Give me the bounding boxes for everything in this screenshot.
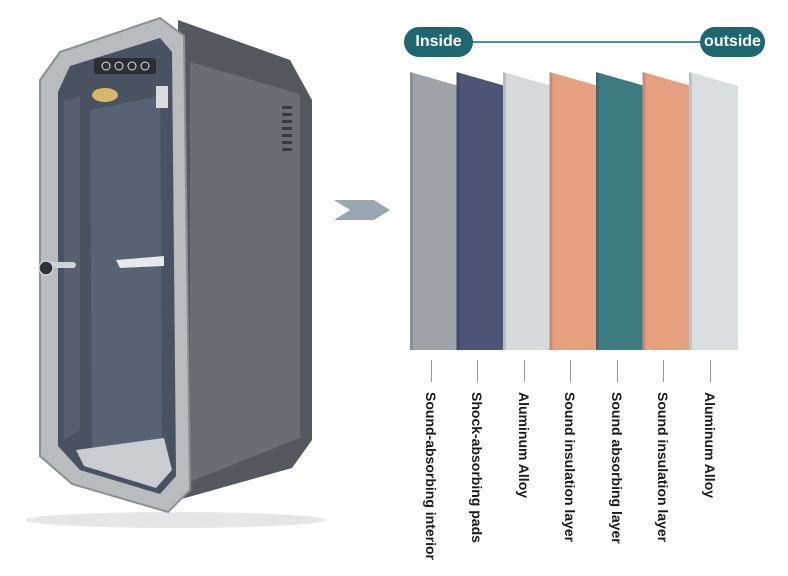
vent-grille xyxy=(282,106,292,151)
layer-panel-edge-4 xyxy=(549,72,553,350)
double-chevron-right-icon xyxy=(334,200,390,220)
desk-shelf xyxy=(116,256,164,268)
inside-outside-connector xyxy=(472,41,701,43)
layer-panel-edge-2 xyxy=(456,72,460,350)
layer-panel-4 xyxy=(549,72,599,350)
phone-booth-illustration xyxy=(25,16,325,528)
layer-leader-line xyxy=(523,360,525,382)
power-icon[interactable] xyxy=(101,61,111,71)
layer-panel-edge-6 xyxy=(642,72,646,350)
layer-label-1: Sound-absorbing interior xyxy=(422,392,439,560)
layer-panel-edge-7 xyxy=(689,72,692,350)
ceiling-light xyxy=(92,88,118,102)
layer-panel-1 xyxy=(410,72,459,350)
layer-label-4: Sound insulation layer xyxy=(562,392,578,543)
layer-panel-6 xyxy=(642,72,692,350)
usb-icon[interactable] xyxy=(140,61,150,71)
layer-panel-3 xyxy=(503,72,552,350)
layer-stack xyxy=(410,72,738,350)
layer-label-6: Sound insulation layer xyxy=(655,392,671,543)
layer-panel-edge-1 xyxy=(410,72,413,350)
layer-panel-7 xyxy=(689,72,738,350)
inside-badge: Inside xyxy=(404,27,473,57)
layer-panel-2 xyxy=(456,72,506,350)
power-socket[interactable] xyxy=(156,86,168,108)
layer-label-5: Sound absorbing layer xyxy=(608,392,625,544)
layer-label-7: Aluminum Alloy xyxy=(701,392,718,499)
layer-panel-5 xyxy=(596,72,645,350)
layer-leader-line xyxy=(616,360,618,382)
layer-leader-line xyxy=(570,360,571,382)
light-icon[interactable] xyxy=(127,61,137,71)
layer-panel-edge-3 xyxy=(503,72,506,350)
layer-leader-line xyxy=(709,360,711,382)
layer-panel-edge-5 xyxy=(596,72,599,350)
layer-leader-line xyxy=(430,360,432,382)
layer-label-2: Shock-absorbing pads xyxy=(469,392,485,543)
layer-leader-line xyxy=(477,360,478,382)
fan-icon[interactable] xyxy=(114,61,124,71)
layer-leader-line xyxy=(663,360,664,382)
outside-badge: outside xyxy=(700,27,765,57)
layer-label-3: Aluminum Alloy xyxy=(515,392,532,499)
